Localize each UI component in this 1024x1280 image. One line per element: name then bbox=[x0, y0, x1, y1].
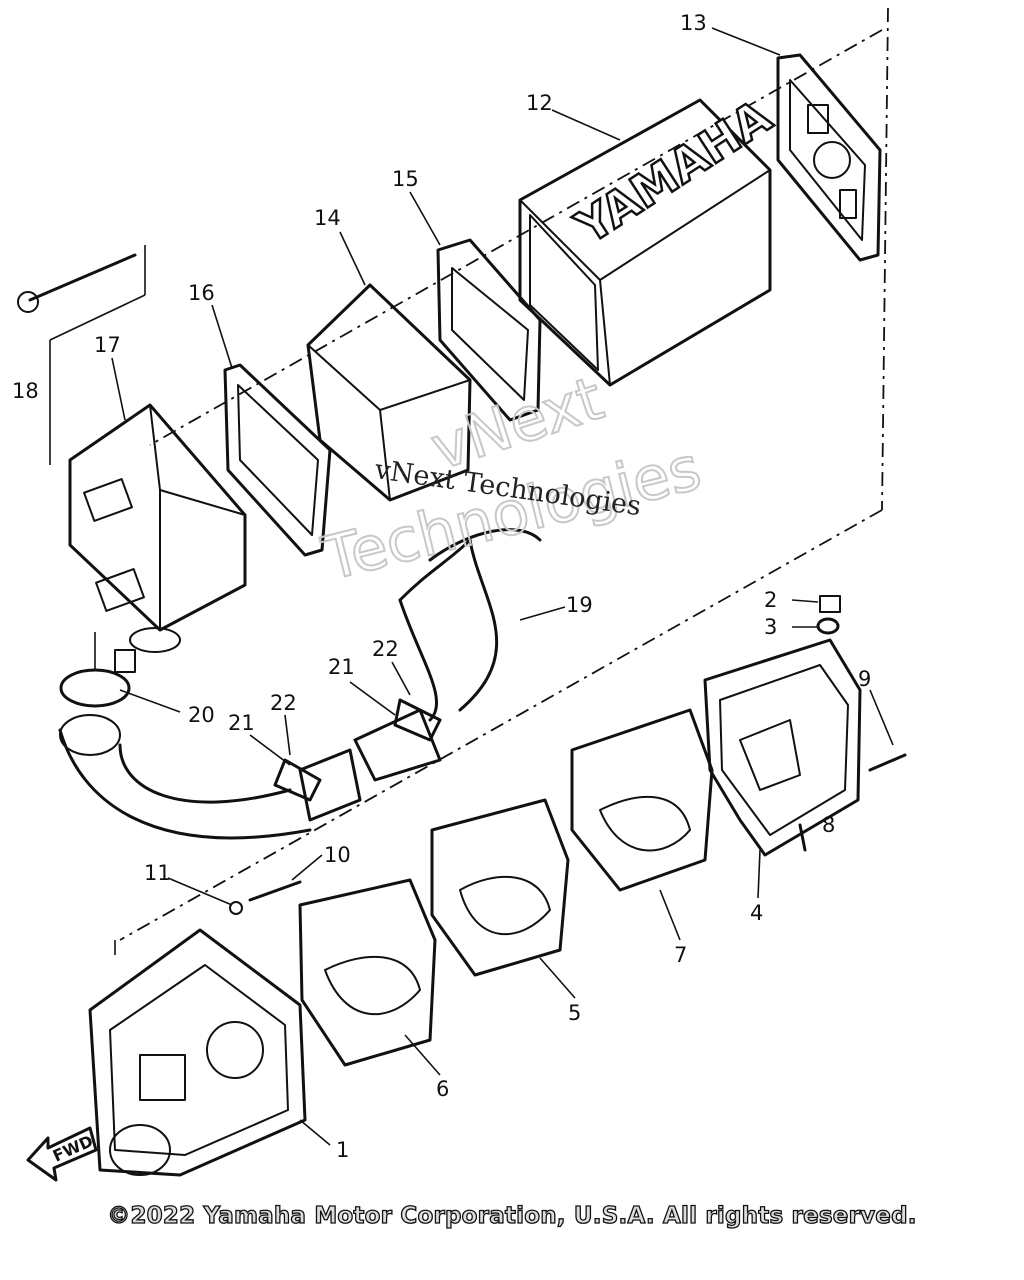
part-15-gasket bbox=[436, 238, 542, 422]
callout-13: 13 bbox=[680, 11, 707, 35]
callout-17: 17 bbox=[94, 333, 121, 357]
part-5-gasket bbox=[430, 798, 570, 977]
part-21-22-clamps bbox=[273, 698, 442, 802]
callout-22-right: 22 bbox=[372, 637, 399, 661]
callout-12: 12 bbox=[526, 91, 553, 115]
callout-5: 5 bbox=[568, 1001, 581, 1025]
callout-21-left: 21 bbox=[228, 711, 255, 735]
part-7-gasket bbox=[570, 708, 714, 892]
callout-22-left: 22 bbox=[270, 691, 297, 715]
part-13-gasket bbox=[776, 53, 882, 262]
callout-8: 8 bbox=[822, 813, 835, 837]
part-19-hose bbox=[58, 528, 542, 840]
callout-19: 19 bbox=[566, 593, 593, 617]
callout-leaders bbox=[111, 27, 894, 1146]
part-20-clamp bbox=[59, 649, 136, 708]
part-2-3-cap bbox=[816, 595, 841, 635]
copyright-notice: ©2022 Yamaha Motor Corporation, U.S.A. A… bbox=[107, 1202, 918, 1229]
watermark: vNext Technologies vNext Technologies bbox=[315, 363, 709, 596]
callout-10: 10 bbox=[324, 843, 351, 867]
part-1-housing bbox=[88, 928, 307, 1177]
part-4-housing bbox=[703, 638, 862, 857]
callout-7: 7 bbox=[674, 943, 687, 967]
callout-2: 2 bbox=[764, 588, 777, 612]
part-12-muffler-box: YAMAHA bbox=[518, 88, 782, 387]
callout-4: 4 bbox=[750, 901, 763, 925]
callout-14: 14 bbox=[314, 206, 341, 230]
part-8-9-bolts bbox=[798, 753, 907, 852]
callout-3: 3 bbox=[764, 615, 777, 639]
callout-6: 6 bbox=[436, 1077, 449, 1101]
callout-18: 18 bbox=[12, 379, 39, 403]
part-18-bolt bbox=[17, 253, 137, 313]
callout-21-right: 21 bbox=[328, 655, 355, 679]
fwd-arrow-icon: FWD bbox=[26, 1126, 98, 1182]
part-6-gasket bbox=[298, 878, 437, 1067]
callout-labels: 1 2 3 4 5 6 7 8 9 10 11 12 13 14 15 16 1… bbox=[12, 11, 871, 1162]
part-16-gasket bbox=[223, 363, 332, 557]
alignment-lines bbox=[49, 7, 889, 955]
callout-20: 20 bbox=[188, 703, 215, 727]
callout-15: 15 bbox=[392, 167, 419, 191]
callout-9: 9 bbox=[858, 667, 871, 691]
part-17-chamber bbox=[68, 403, 247, 653]
callout-1: 1 bbox=[336, 1138, 349, 1162]
part-10-11-bolt bbox=[229, 880, 302, 915]
callout-11: 11 bbox=[144, 861, 171, 885]
callout-16: 16 bbox=[188, 281, 215, 305]
